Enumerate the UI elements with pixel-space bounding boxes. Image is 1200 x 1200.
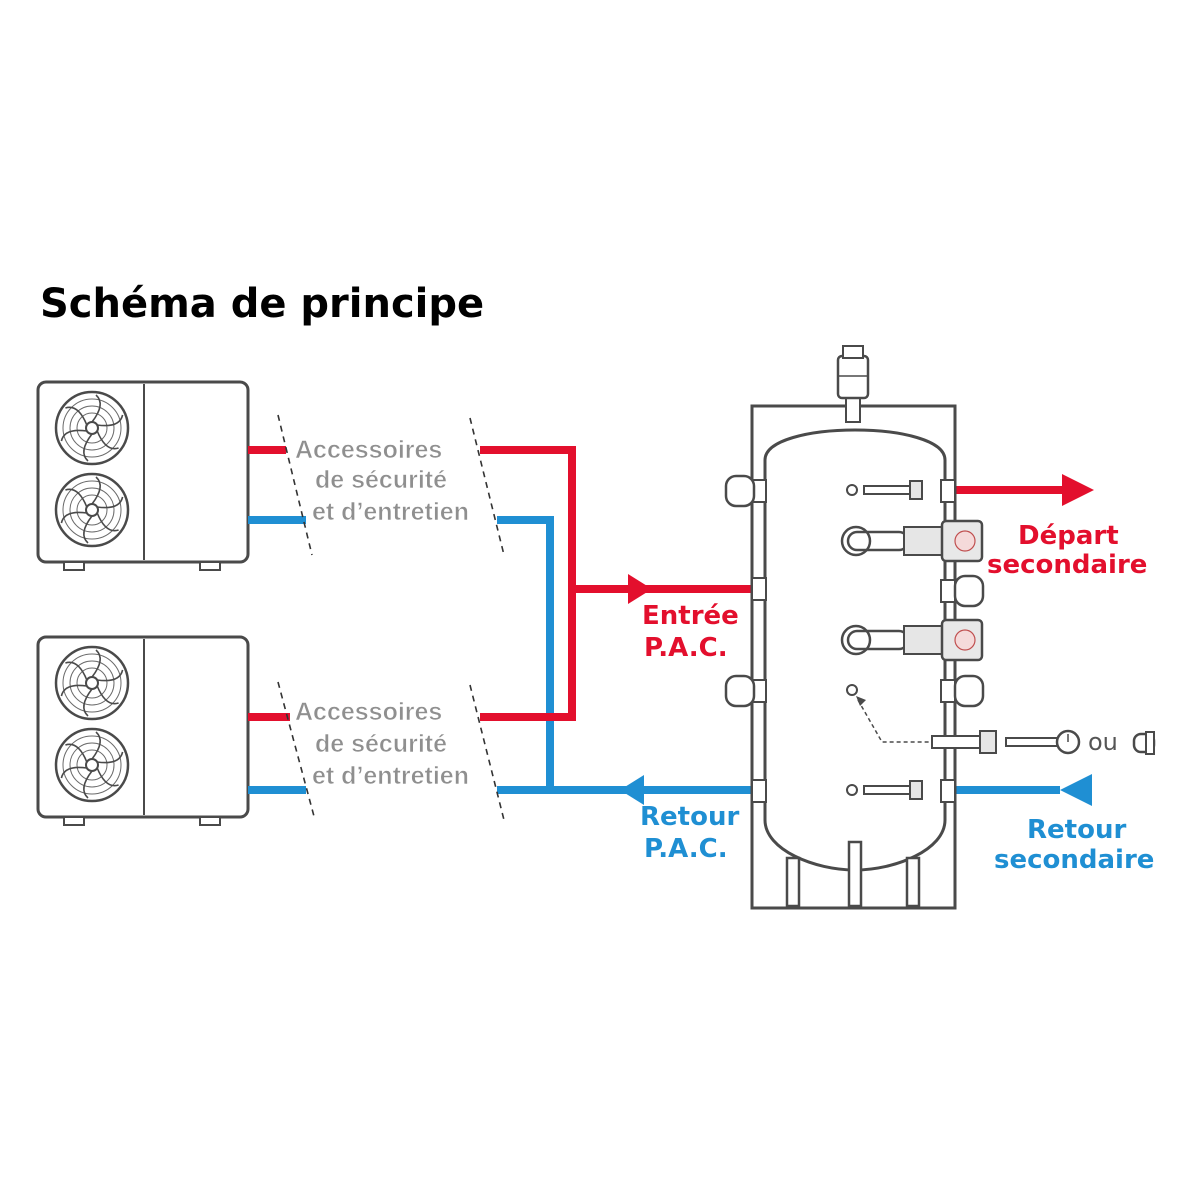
svg-text:Retour: Retour [640,802,739,832]
pipe-break-marks [277,414,505,821]
sensor-pocket-icon [931,735,983,749]
heat-pump-unit-icon [36,635,250,826]
accessories-label-top: Accessoires de sécurité et d’entretien [295,436,470,527]
fan-icon [54,472,130,548]
thermometer-icon [1005,729,1081,755]
sensor-plug-icon [1132,731,1156,755]
svg-text:et d’entretien: et d’entretien [312,498,469,526]
svg-text:Entrée: Entrée [642,601,739,631]
flow-arrow-icon [628,574,652,604]
heat-pump-unit-icon [36,380,250,571]
svg-text:Départ: Départ [1018,521,1119,551]
flow-arrow-icon [1062,474,1094,506]
flow-arrow-icon [1060,774,1092,806]
svg-text:P.A.C.: P.A.C. [644,633,728,663]
retour-pac-label: Retour P.A.C. [640,802,739,864]
entree-pac-label: Entrée P.A.C. [642,601,739,663]
hot-pipe [480,446,576,589]
thermometer-option: ou [856,696,1156,756]
sensor-pocket-icon [846,684,858,696]
svg-text:Retour: Retour [1027,815,1126,845]
svg-text:et d’entretien: et d’entretien [312,762,469,790]
flow-arrow-icon [620,775,644,805]
alternative-label: ou [1088,728,1118,756]
cold-pipe [497,516,554,790]
air-vent-icon [836,345,870,423]
svg-text:Accessoires: Accessoires [295,698,442,726]
hot-pipe [480,589,576,721]
page-title: Schéma de principe [40,281,484,327]
svg-text:secondaire: secondaire [987,550,1147,580]
svg-text:de sécurité: de sécurité [315,730,447,758]
fan-icon [54,390,130,466]
svg-text:Accessoires: Accessoires [295,436,442,464]
fan-icon [54,645,130,721]
svg-text:de sécurité: de sécurité [315,466,447,494]
fan-icon [54,727,130,803]
retour-secondaire-label: Retour secondaire [994,815,1154,875]
svg-text:secondaire: secondaire [994,845,1154,875]
svg-text:P.A.C.: P.A.C. [644,834,728,864]
depart-secondaire-label: Départ secondaire [987,521,1147,580]
accessories-label-bottom: Accessoires de sécurité et d’entretien [295,698,470,791]
side-plug-icon [724,474,985,708]
